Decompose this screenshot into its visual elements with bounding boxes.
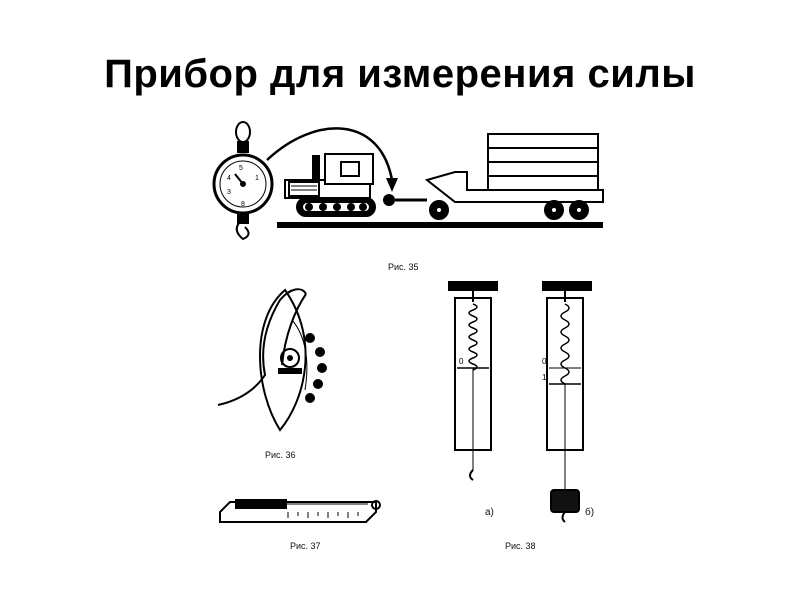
tractor xyxy=(284,153,376,217)
arrow-curve xyxy=(266,127,394,181)
hand-outline xyxy=(217,288,307,406)
figure-37-drawing xyxy=(219,499,381,523)
figure-37-caption: Рис. 37 xyxy=(290,541,321,551)
dynamometer-frame xyxy=(259,288,308,432)
figure-35-drawing: 5 4 3 1 8 xyxy=(212,121,604,241)
dynamometer xyxy=(212,121,274,241)
figure-36-drawing xyxy=(217,288,327,432)
figure-35-tractor-dynamometer: 5 4 3 1 8 xyxy=(205,110,610,245)
figure-35-caption: Рис. 35 xyxy=(388,262,419,272)
end-ring xyxy=(371,500,381,510)
dial-numeral: 5 xyxy=(239,165,243,172)
figure-38-drawing: 0 0 1 xyxy=(448,281,592,523)
dial-numeral: 4 xyxy=(227,175,231,182)
trailer xyxy=(424,133,604,220)
zero-mark-b: 0 xyxy=(542,357,547,366)
dial-numerals: 5 4 3 1 8 xyxy=(227,165,259,208)
figure-37-flat-dynamometer xyxy=(218,490,383,530)
gauge-mechanism xyxy=(278,333,327,403)
spring-scale-a xyxy=(448,281,498,481)
hitch-ball xyxy=(383,194,395,206)
slide-title: Прибор для измерения силы xyxy=(104,52,696,96)
dial-numeral: 1 xyxy=(255,175,259,182)
spring-scale-b xyxy=(542,281,592,523)
zero-mark-a: 0 xyxy=(459,357,464,366)
dial-numeral: 3 xyxy=(227,189,231,196)
ruler-ticks xyxy=(287,512,359,518)
arrow-head xyxy=(386,178,398,192)
figure-38-spring-scales: 0 0 1 xyxy=(445,280,595,525)
figure-36-hand-dynamometer xyxy=(210,280,350,440)
figure-38-label-a: а) xyxy=(485,507,494,518)
one-mark-b: 1 xyxy=(542,373,547,382)
figure-38-caption: Рис. 38 xyxy=(505,541,536,551)
dial-numeral: 8 xyxy=(241,201,245,208)
ground-line xyxy=(277,222,603,228)
figure-36-caption: Рис. 36 xyxy=(265,450,296,460)
figure-38-label-b: б) xyxy=(585,507,595,518)
